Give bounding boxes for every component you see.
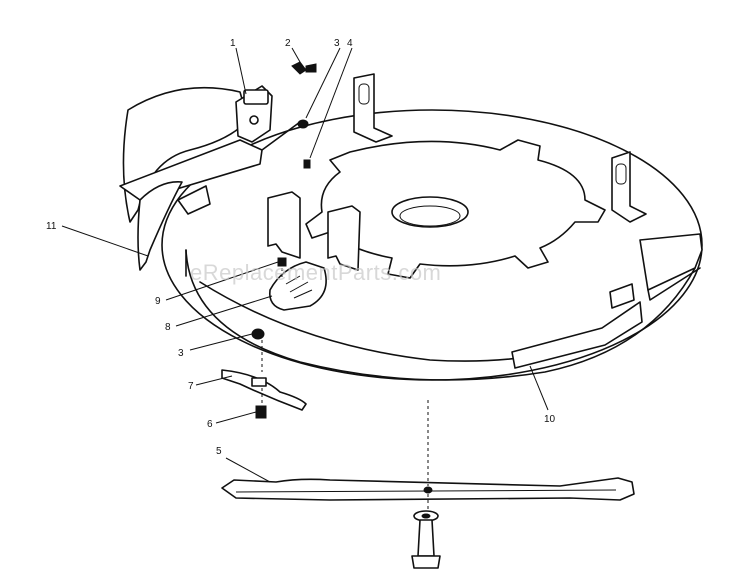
- callout-5: 5: [216, 446, 222, 457]
- discharge-chute: [119, 85, 301, 271]
- callout-2: 2: [285, 38, 291, 49]
- callout-11: 11: [46, 221, 57, 232]
- deck-brackets: [267, 73, 647, 271]
- callout-4: 4: [347, 38, 353, 49]
- deck-housing: [161, 109, 703, 381]
- callout-8: 8: [165, 322, 171, 333]
- alignment-lines: [261, 268, 429, 512]
- callout-3-nut-upper: 3: [334, 38, 340, 49]
- callout-7: 7: [188, 381, 194, 392]
- callout-9: 9: [155, 296, 161, 307]
- callout-1: 1: [230, 38, 236, 49]
- mower-blade: [221, 477, 635, 501]
- callout-6: 6: [207, 419, 213, 430]
- blade-bolt: [411, 510, 441, 569]
- callout-3-nut-lower: 3: [178, 348, 184, 359]
- leader-lines: [61, 47, 549, 483]
- deck-center-recess: [305, 139, 606, 279]
- callout-labels: 1 2 3 4 11 9 8 3 7 6 5 10: [46, 38, 556, 457]
- hardware: [221, 61, 327, 419]
- callout-10: 10: [544, 414, 556, 425]
- watermark: eReplacementParts.com: [190, 260, 441, 285]
